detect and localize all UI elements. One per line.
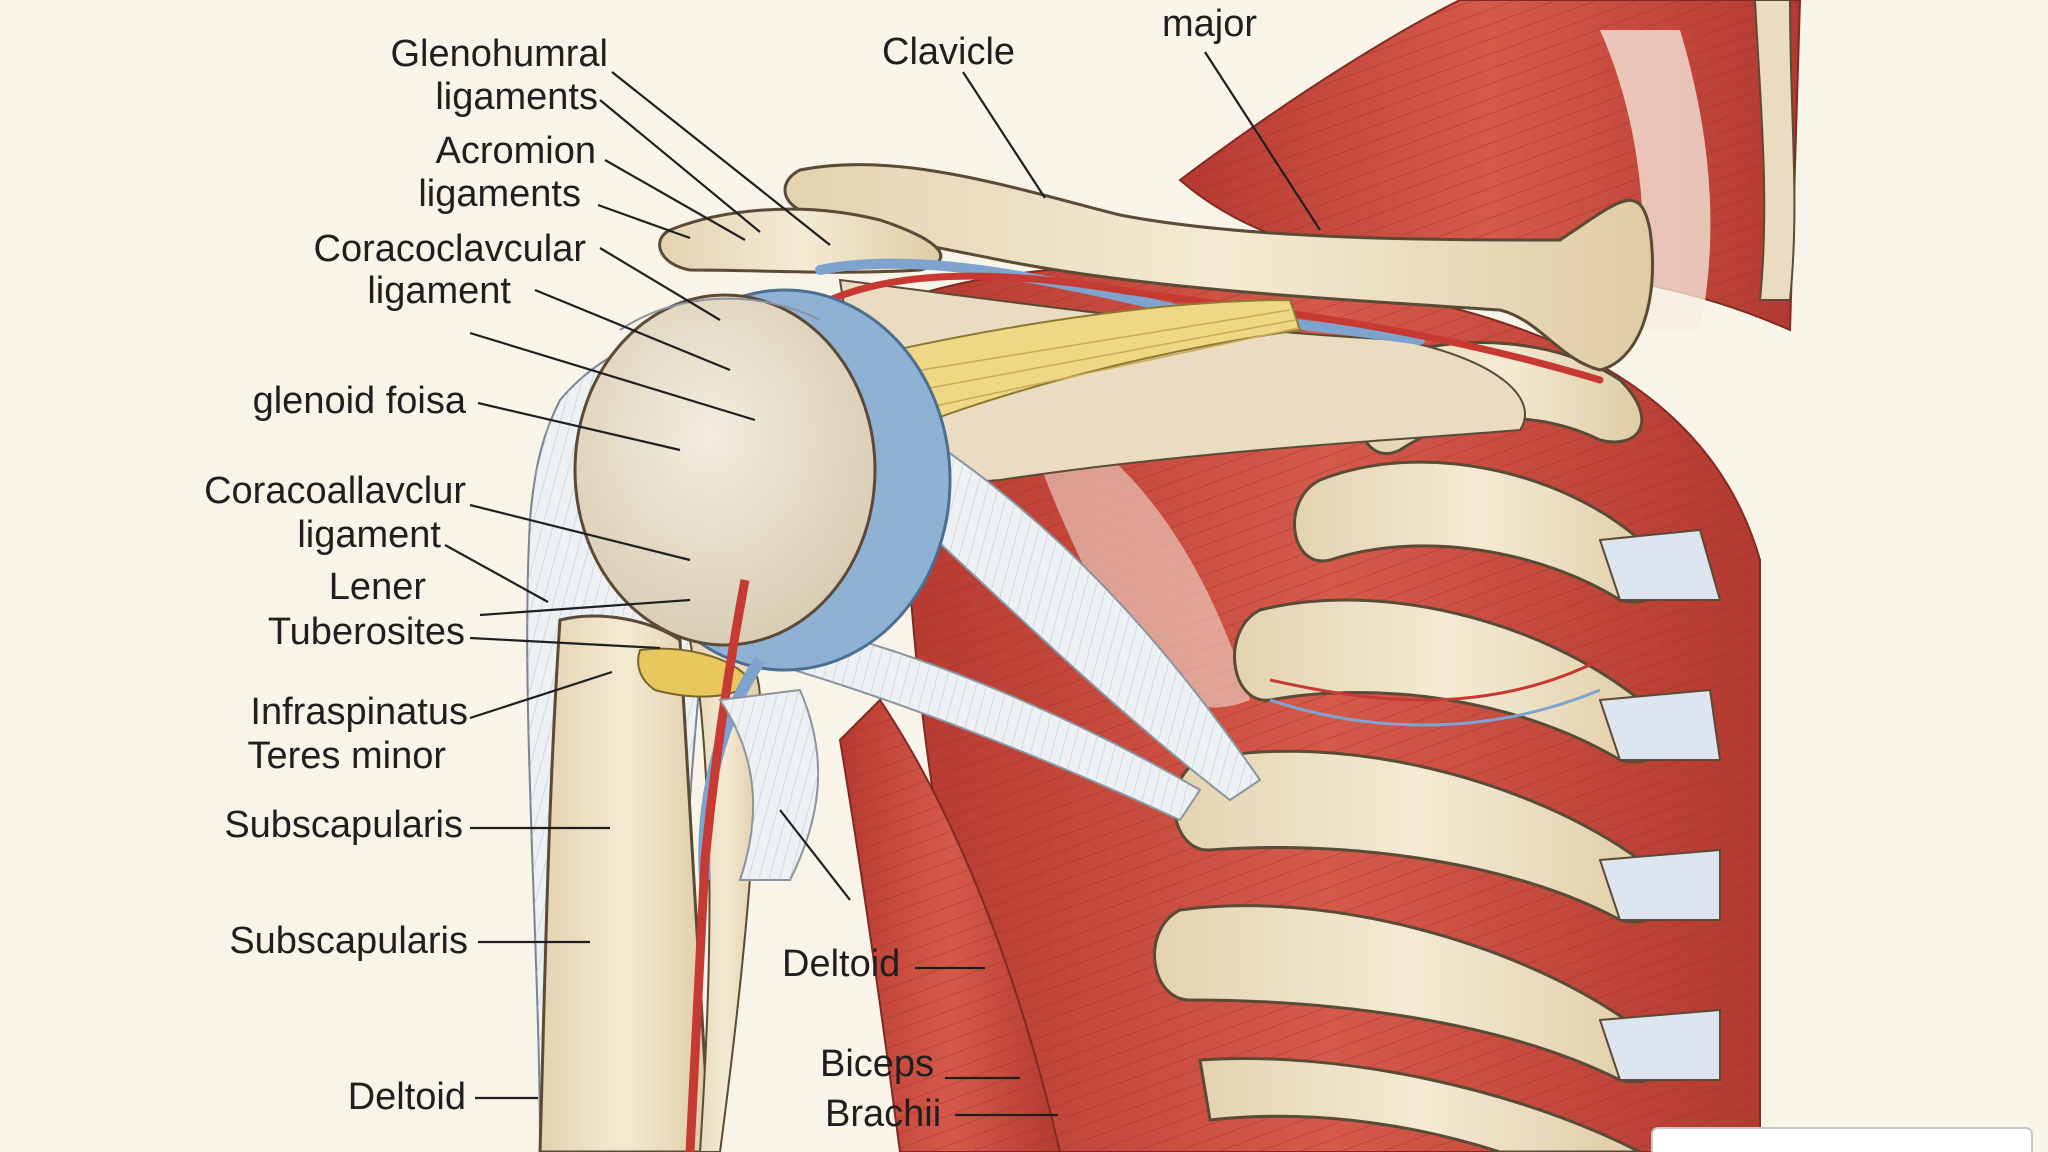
leader-major (1204, 51, 1321, 231)
costal-cartilage (1598, 528, 1722, 1081)
intercostal-vessels (1269, 658, 1601, 727)
leader-lesser (479, 598, 691, 617)
subclavian-vessels (815, 258, 1604, 384)
leader-acromion-2 (597, 203, 691, 240)
leader-clavicle (962, 71, 1046, 199)
corner-panel (1651, 1127, 2033, 1152)
humerus-bone (538, 614, 762, 1152)
humeral-head (573, 293, 877, 647)
label-major: major (1162, 3, 1258, 45)
label-subscap-1: Subscapularis (224, 804, 463, 846)
leader-coracoclav (599, 247, 721, 321)
label-glenohumeral-2: ligaments (435, 76, 598, 118)
leader-coracoall (469, 503, 691, 562)
biceps-muscle (838, 698, 1062, 1152)
label-coracoclav-1: Coracoclavcular (313, 228, 586, 270)
leader-coracoclav-2 (534, 288, 731, 372)
label-acromion-2: ligaments (418, 173, 581, 215)
leader-lesser-2 (469, 636, 661, 650)
label-glenoid: glenoid foisa (252, 380, 466, 422)
leader-acromion (604, 159, 746, 241)
leader-glenohumeral-2 (599, 99, 761, 233)
label-brachii: Brachii (825, 1093, 942, 1135)
label-coracoall-1: Coracoallavclur (204, 470, 466, 512)
label-glenohumeral-1: Glenohumral (390, 33, 608, 75)
label-coracoclav-2: ligament (367, 270, 511, 312)
label-deltoid-left: Deltoid (347, 1076, 466, 1118)
leader-coracoclav-3 (469, 331, 756, 422)
axillary-ligament (718, 688, 820, 881)
label-acromion-1: Acromion (435, 130, 597, 172)
label-deltoid-center: Deltoid (782, 943, 901, 985)
leader-glenoid (477, 401, 681, 452)
leader-coracoall-2 (444, 544, 549, 603)
leader-glenohumeral (611, 71, 831, 246)
label-biceps: Biceps (820, 1043, 935, 1085)
leader-lines (444, 51, 1321, 1117)
label-lesser-2: Tuberosites (267, 611, 465, 653)
label-infra-1: Infraspinatus (250, 691, 468, 733)
label-clavicle: Clavicle (882, 31, 1016, 73)
brachial-artery (685, 579, 750, 1152)
leader-deltoid-center-2 (779, 809, 851, 901)
leader-infra (469, 670, 613, 720)
label-infra-2: Teres minor (247, 735, 447, 777)
label-lesser-1: Lener (328, 566, 426, 608)
spine-edge (1753, 0, 1796, 301)
label-subscap-2: Subscapularis (229, 920, 468, 962)
label-coracoall-2: ligament (297, 514, 441, 556)
clavicle-bone (783, 163, 1654, 372)
tendon-band (848, 298, 1302, 442)
